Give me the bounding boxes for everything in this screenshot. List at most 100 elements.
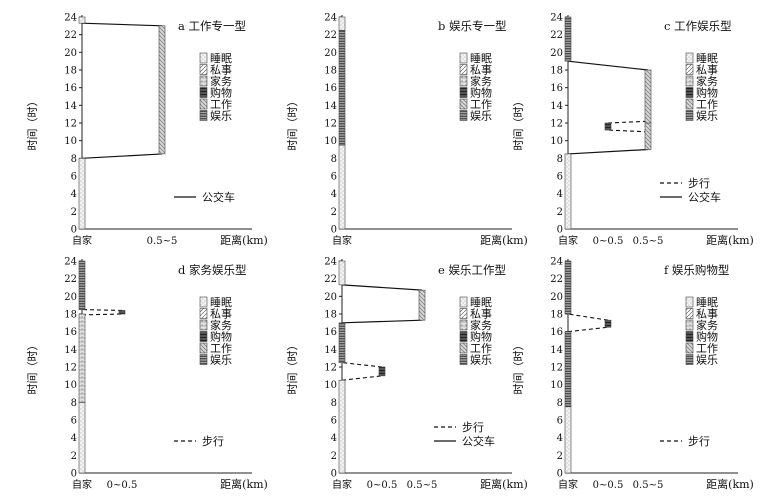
legend-swatch [459, 87, 468, 98]
activity-bar [378, 366, 386, 377]
y-tick-label: 8 [71, 154, 77, 165]
panel-title: a 工作专一型 [178, 19, 246, 33]
y-axis-title: 时间（时） [26, 96, 39, 151]
x-category-label: 自家 [332, 234, 352, 247]
activity-bar [644, 69, 652, 124]
y-tick-label: 18 [324, 66, 337, 77]
trip-line [81, 313, 123, 316]
y-tick-label: 16 [324, 327, 337, 338]
legend-swatch [685, 64, 694, 75]
x-category-label: 0.5~5 [633, 480, 664, 491]
legend-swatch [685, 110, 694, 121]
x-category-label: 0.5~5 [407, 480, 438, 491]
legend-label: 私事 [470, 308, 492, 321]
y-tick-label: 12 [324, 363, 337, 374]
activity-bar [338, 16, 346, 31]
y-tick-label: 10 [324, 380, 337, 391]
y-tick-label: 2 [557, 451, 563, 462]
legend-label: 工作 [470, 342, 492, 355]
legend-label: 购物 [696, 330, 718, 344]
x-category-label: 0.5~5 [633, 236, 664, 247]
trip-line [567, 148, 649, 155]
activity-bar [158, 25, 166, 155]
legend-swatch [199, 64, 208, 75]
y-tick-label: 4 [557, 189, 563, 200]
y-tick-label: 20 [324, 292, 337, 303]
y-tick-label: 20 [550, 292, 563, 303]
legend-label: 工作 [210, 98, 232, 111]
y-tick-label: 22 [324, 30, 337, 41]
x-category-label: 0~0.5 [367, 480, 398, 491]
trip-line [607, 129, 649, 133]
y-tick-label: 16 [324, 83, 337, 94]
x-axis-title: 距离(km) [220, 233, 268, 247]
legend-label: 购物 [696, 86, 718, 100]
x-category-label: 自家 [558, 234, 578, 247]
legend-label: 睡眠 [696, 52, 718, 65]
y-tick-label: 8 [557, 154, 563, 165]
activity-bar [338, 379, 346, 474]
y-tick-label: 6 [331, 416, 337, 427]
y-axis-title: 时间（时） [26, 340, 39, 395]
legend-swatch [685, 331, 694, 342]
legend-swatch [459, 110, 468, 121]
legend-swatch [685, 319, 694, 331]
activity-bar [564, 331, 572, 408]
activity-bar [604, 122, 612, 131]
y-tick-label: 18 [550, 310, 563, 321]
y-tick-label: 0 [557, 225, 563, 236]
x-axis-title: 距离(km) [706, 477, 754, 491]
y-tick-label: 10 [64, 136, 77, 147]
y-tick-label: 10 [550, 380, 563, 391]
activity-bar [564, 260, 572, 315]
legend-label: 娱乐 [696, 353, 718, 367]
legend-label: 睡眠 [210, 296, 232, 309]
legend-swatch [199, 331, 208, 342]
legend-swatch [459, 331, 468, 342]
panel-title: e 娱乐工作型 [438, 263, 506, 277]
legend-label: 家务 [470, 318, 492, 332]
y-tick-label: 12 [324, 119, 337, 130]
legend-label: 私事 [210, 64, 232, 77]
legend-label: 家务 [210, 318, 232, 332]
y-tick-label: 14 [324, 101, 337, 112]
x-category-label: 自家 [72, 234, 92, 247]
y-tick-label: 22 [550, 274, 563, 285]
y-tick-label: 24 [324, 257, 337, 268]
y-tick-label: 24 [550, 13, 563, 24]
trip-line [341, 375, 383, 381]
y-tick-label: 12 [64, 119, 77, 130]
y-axis-title: 时间（时） [512, 96, 525, 151]
activity-bar [78, 158, 86, 230]
y-tick-label: 14 [550, 101, 563, 112]
trip-line [567, 60, 649, 71]
legend-swatch [459, 296, 468, 308]
legend-swatch [459, 354, 468, 365]
legend-label: 娱乐 [210, 109, 232, 123]
legend-swatch [199, 296, 208, 308]
activity-bar [338, 260, 346, 286]
y-tick-label: 16 [550, 83, 563, 94]
legend-label: 购物 [470, 330, 492, 344]
y-tick-label: 16 [550, 327, 563, 338]
y-tick-label: 10 [64, 380, 77, 391]
legend-swatch [685, 342, 694, 354]
legend-swatch [199, 87, 208, 98]
legend-swatch [199, 110, 208, 121]
legend-label: 家务 [470, 74, 492, 88]
legend-swatch [199, 75, 208, 87]
x-category-label: 自家 [558, 478, 578, 491]
mode-legend-label: 公交车 [202, 190, 235, 204]
mode-legend-label: 步行 [462, 421, 484, 434]
legend-label: 睡眠 [470, 52, 492, 65]
panel-title: d 家务娱乐型 [178, 263, 247, 277]
trip-line [81, 309, 123, 312]
legend-swatch [685, 308, 694, 319]
trip-line [567, 313, 609, 321]
x-category-label: 0~0.5 [107, 480, 138, 491]
legend-swatch [685, 98, 694, 110]
activity-bar [338, 144, 346, 230]
activity-bar [78, 16, 86, 24]
y-tick-label: 24 [64, 13, 77, 24]
y-tick-label: 20 [64, 292, 77, 303]
